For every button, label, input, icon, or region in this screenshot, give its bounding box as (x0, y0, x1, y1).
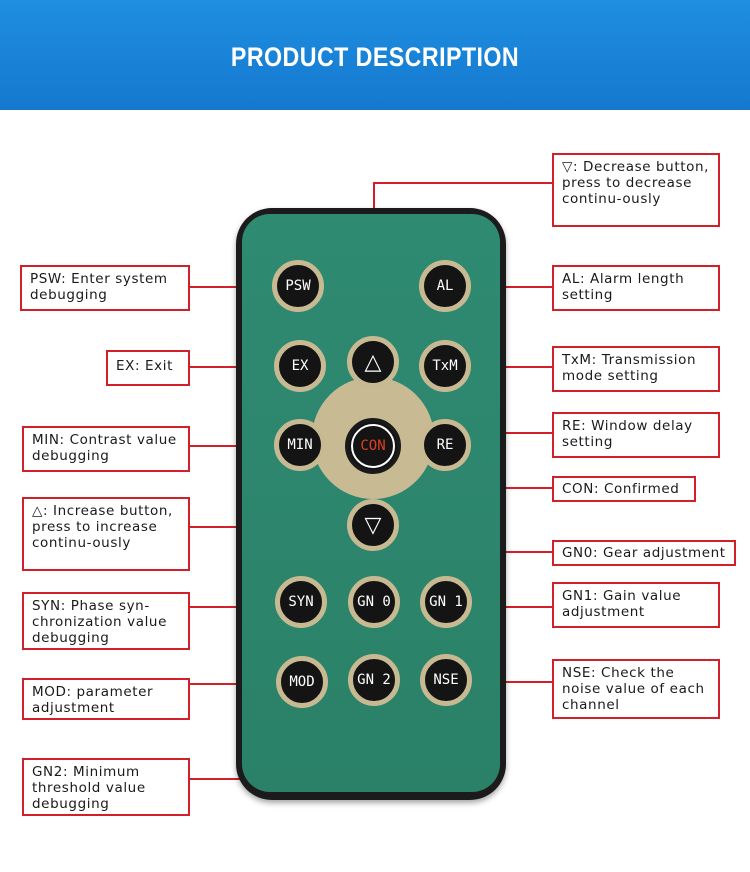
header-banner: PRODUCT DESCRIPTION (0, 0, 750, 110)
syn-button[interactable]: SYN (275, 576, 327, 628)
gn2-button[interactable]: GN 2 (348, 654, 400, 706)
connector-line (373, 182, 553, 184)
ex-button[interactable]: EX (274, 340, 326, 392)
al-button[interactable]: AL (419, 260, 471, 312)
callout-nse: NSE: Check the noise value of each chann… (552, 659, 720, 719)
callout-gn1: GN1: Gain value adjustment (552, 582, 720, 628)
callout-syn: SYN: Phase syn-chronization value debugg… (22, 592, 190, 650)
callout-decrease: ▽: Decrease button, press to decrease co… (552, 153, 720, 227)
callout-min: MIN: Contrast value debugging (22, 426, 190, 472)
up-triangle-icon: △ (364, 349, 382, 375)
callout-mod: MOD: parameter adjustment (22, 678, 190, 720)
gn1-button[interactable]: GN 1 (420, 576, 472, 628)
min-button[interactable]: MIN (274, 419, 326, 471)
nse-button[interactable]: NSE (420, 654, 472, 706)
callout-con: CON: Confirmed (552, 476, 696, 502)
con-ring (351, 424, 395, 468)
txm-button[interactable]: TxM (419, 340, 471, 392)
callout-psw: PSW: Enter system debugging (20, 265, 190, 311)
callout-ex: EX: Exit (106, 350, 190, 386)
increase-button[interactable]: △ (347, 336, 399, 388)
re-button[interactable]: RE (419, 419, 471, 471)
callout-gn0: GN0: Gear adjustment (552, 540, 736, 566)
psw-button[interactable]: PSW (272, 260, 324, 312)
callout-al: AL: Alarm length setting (552, 265, 720, 311)
callout-re: RE: Window delay setting (552, 412, 720, 458)
callout-txm: TxM: Transmission mode setting (552, 346, 720, 392)
down-triangle-icon: ▽ (364, 512, 382, 538)
mod-button[interactable]: MOD (276, 656, 328, 708)
decrease-button[interactable]: ▽ (347, 499, 399, 551)
page-title: PRODUCT DESCRIPTION (230, 42, 520, 72)
con-button[interactable]: CON (345, 418, 401, 474)
callout-gn2: GN2: Minimum threshold value debugging (22, 758, 190, 816)
callout-increase: △: Increase button, press to increase co… (22, 497, 190, 571)
gn0-button[interactable]: GN 0 (348, 576, 400, 628)
